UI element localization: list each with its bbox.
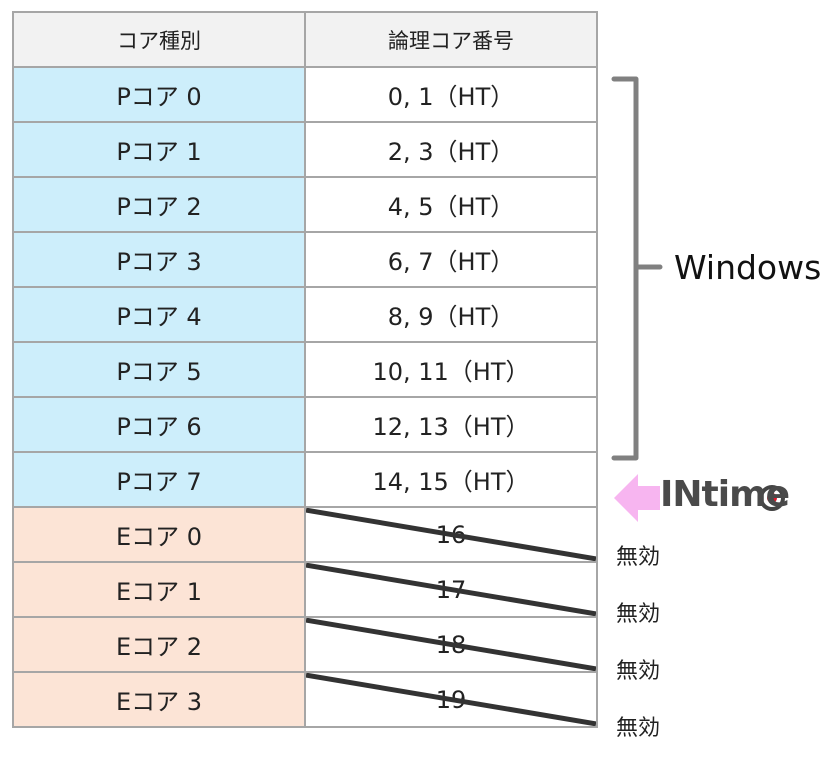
core-type-cell: Pコア 6 — [12, 396, 306, 453]
logical-core-value: 14, 15（HT） — [372, 468, 530, 496]
table-row: Pコア 6 12, 13（HT） — [12, 396, 598, 453]
logical-core-cell: 19 — [304, 671, 598, 728]
header-core-type: コア種別 — [12, 11, 306, 68]
core-type-cell: Pコア 4 — [12, 286, 306, 343]
logical-core-value: 8, 9（HT） — [387, 303, 515, 331]
disabled-status-label: 無効 — [616, 602, 661, 627]
windows-bracket — [611, 76, 663, 461]
table-row: Pコア 7 14, 15（HT） — [12, 451, 598, 508]
core-type-cell: Pコア 1 — [12, 121, 306, 178]
logical-core-value: 19 — [435, 685, 467, 714]
logical-core-cell: 18 — [304, 616, 598, 673]
logical-core-cell: 8, 9（HT） — [304, 286, 598, 343]
logical-core-cell: 4, 5（HT） — [304, 176, 598, 233]
core-type-cell: Pコア 5 — [12, 341, 306, 398]
windows-label: Windows — [674, 248, 822, 287]
logical-core-cell: 16 — [304, 506, 598, 563]
logical-core-value: 6, 7（HT） — [387, 248, 515, 276]
logical-core-value: 18 — [435, 630, 467, 659]
logical-core-value: 4, 5（HT） — [387, 193, 515, 221]
table-row: Pコア 1 2, 3（HT） — [12, 121, 598, 178]
logical-core-cell: 17 — [304, 561, 598, 618]
intime-logo-text: INtime — [660, 474, 790, 515]
core-type-cell: Eコア 1 — [12, 561, 306, 618]
logical-core-value: 17 — [435, 575, 467, 604]
table-row: Pコア 2 4, 5（HT） — [12, 176, 598, 233]
core-type-cell: Pコア 7 — [12, 451, 306, 508]
disabled-status-label: 無効 — [616, 716, 661, 741]
logical-core-value: 16 — [435, 520, 467, 549]
header-logical-core: 論理コア番号 — [304, 11, 598, 68]
logical-core-cell: 12, 13（HT） — [304, 396, 598, 453]
table-row: Eコア 1 17 — [12, 561, 598, 618]
table-row: Pコア 5 10, 11（HT） — [12, 341, 598, 398]
logical-core-cell: 14, 15（HT） — [304, 451, 598, 508]
table-row: Eコア 0 16 — [12, 506, 598, 563]
logical-core-value: 2, 3（HT） — [387, 138, 515, 166]
logical-core-value: 10, 11（HT） — [372, 358, 530, 386]
logical-core-value: 12, 13（HT） — [372, 413, 530, 441]
core-type-cell: Pコア 2 — [12, 176, 306, 233]
intime-arrow-icon — [614, 474, 660, 522]
core-type-cell: Eコア 2 — [12, 616, 306, 673]
logical-core-value: 0, 1（HT） — [387, 83, 515, 111]
core-type-cell: Pコア 0 — [12, 66, 306, 123]
table-row: Pコア 4 8, 9（HT） — [12, 286, 598, 343]
core-type-cell: Pコア 3 — [12, 231, 306, 288]
logical-core-cell: 2, 3（HT） — [304, 121, 598, 178]
table-row: Pコア 3 6, 7（HT） — [12, 231, 598, 288]
table-row: Pコア 0 0, 1（HT） — [12, 66, 598, 123]
table-row: Eコア 2 18 — [12, 616, 598, 673]
logical-core-cell: 0, 1（HT） — [304, 66, 598, 123]
disabled-status-label: 無効 — [616, 545, 661, 570]
table-row: Eコア 3 19 — [12, 671, 598, 728]
core-type-cell: Eコア 0 — [12, 506, 306, 563]
logical-core-cell: 6, 7（HT） — [304, 231, 598, 288]
table-header-row: コア種別 論理コア番号 — [12, 11, 598, 68]
core-type-cell: Eコア 3 — [12, 671, 306, 728]
disabled-status-label: 無効 — [616, 659, 661, 684]
logical-core-cell: 10, 11（HT） — [304, 341, 598, 398]
